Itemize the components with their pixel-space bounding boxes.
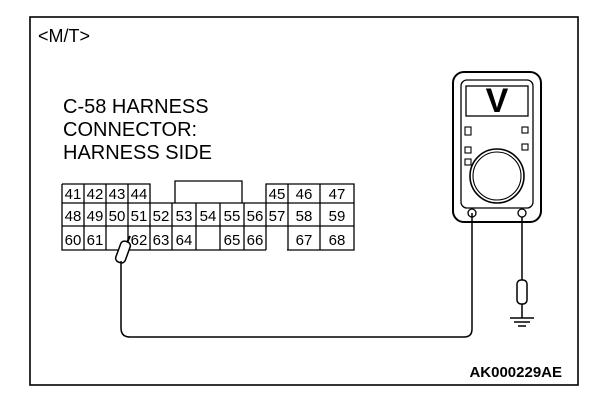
pin-label: 54 (200, 208, 217, 225)
pin-label: 44 (131, 186, 148, 203)
ground-lead (516, 217, 528, 312)
probe-icon (114, 235, 132, 264)
pin-label: 67 (296, 232, 313, 249)
pin-label: 41 (65, 186, 82, 203)
meter-range-symbol: V (486, 82, 509, 120)
connector-title-line-3: HARNESS SIDE (63, 142, 212, 164)
pin-label: 49 (87, 208, 104, 225)
pin-label: 62 (131, 232, 148, 249)
pins-row-3: 60 61 62 63 64 65 66 67 68 (65, 232, 346, 249)
pin-label: 68 (329, 232, 346, 249)
pin-label: 60 (65, 232, 82, 249)
figure-id: AK000229AE (469, 364, 562, 381)
pin-label: 63 (153, 232, 170, 249)
voltmeter-icon (452, 71, 542, 223)
ground-icon (510, 312, 534, 327)
pin-label: 45 (269, 186, 286, 203)
connector-title: C-58 HARNESS CONNECTOR: HARNESS SIDE (63, 96, 212, 164)
connector-title-line-2: CONNECTOR: (63, 119, 197, 141)
pin-label: 42 (87, 186, 104, 203)
pin-label: 65 (224, 232, 241, 249)
pin-label: 47 (329, 186, 346, 203)
pin-label: 48 (65, 208, 82, 225)
pin-label: 46 (296, 186, 313, 203)
diagram-frame (29, 16, 579, 386)
pin-label: 61 (87, 232, 104, 249)
pin-label: 52 (153, 208, 170, 225)
pin-label: 64 (176, 232, 193, 249)
pin-label: 58 (296, 208, 313, 225)
pins-row-2: 48 49 50 51 52 53 54 55 56 57 58 59 (65, 208, 346, 225)
connector-title-line-1: C-58 HARNESS (63, 96, 209, 118)
pin-label: 51 (131, 208, 148, 225)
test-lead-wire (120, 213, 473, 338)
pin-label: 50 (109, 208, 126, 225)
pin-label: 43 (109, 186, 126, 203)
pin-label: 66 (247, 232, 264, 249)
pin-label: 57 (269, 208, 286, 225)
pin-label: 56 (247, 208, 264, 225)
pins-row-1: 41 42 43 44 45 46 47 (65, 186, 346, 203)
pin-label: 55 (224, 208, 241, 225)
pin-label: 53 (176, 208, 193, 225)
header-label: <M/T> (38, 26, 90, 46)
connector-grid (61, 180, 355, 251)
pin-label: 59 (329, 208, 346, 225)
